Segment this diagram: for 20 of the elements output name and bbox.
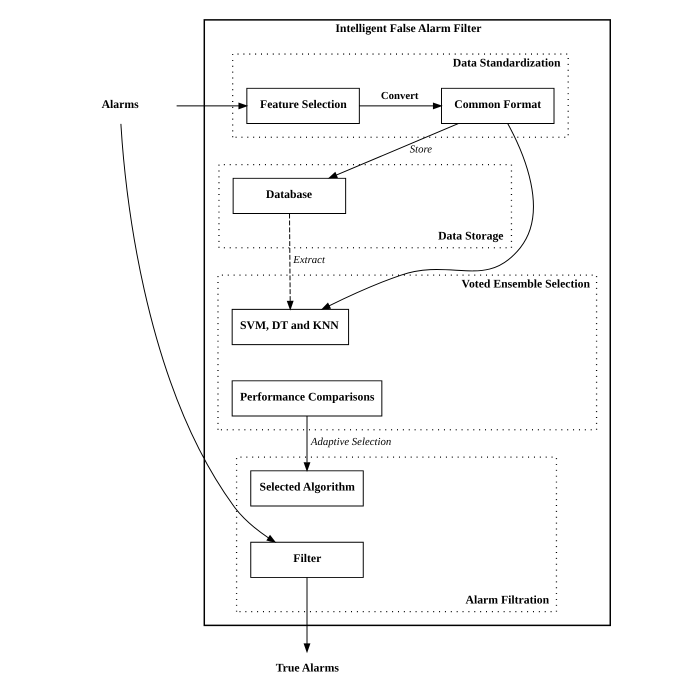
node-box: SVM, DT and KNN bbox=[232, 308, 350, 346]
edge-label: Store bbox=[410, 144, 432, 156]
node-box: Common Format bbox=[441, 88, 554, 124]
arrow bbox=[358, 102, 443, 110]
node-box: Selected Algorithm bbox=[250, 470, 364, 506]
edge-label: Convert bbox=[380, 90, 418, 102]
node-box: Filter bbox=[250, 542, 364, 578]
arrow bbox=[304, 416, 310, 472]
arrow bbox=[304, 577, 310, 654]
edge-label: Adaptive Selection bbox=[310, 436, 392, 448]
node-box: Performance Comparisons bbox=[232, 380, 382, 416]
arrow bbox=[286, 213, 294, 311]
arrow bbox=[320, 123, 534, 310]
node-box: Feature Selection bbox=[246, 88, 360, 124]
node-text: Alarms bbox=[102, 98, 139, 111]
node-text: True Alarms bbox=[276, 661, 339, 674]
arrow bbox=[176, 102, 248, 110]
arrow bbox=[120, 123, 276, 543]
node-box: Database bbox=[232, 178, 346, 214]
edge-label: Extract bbox=[293, 254, 325, 266]
